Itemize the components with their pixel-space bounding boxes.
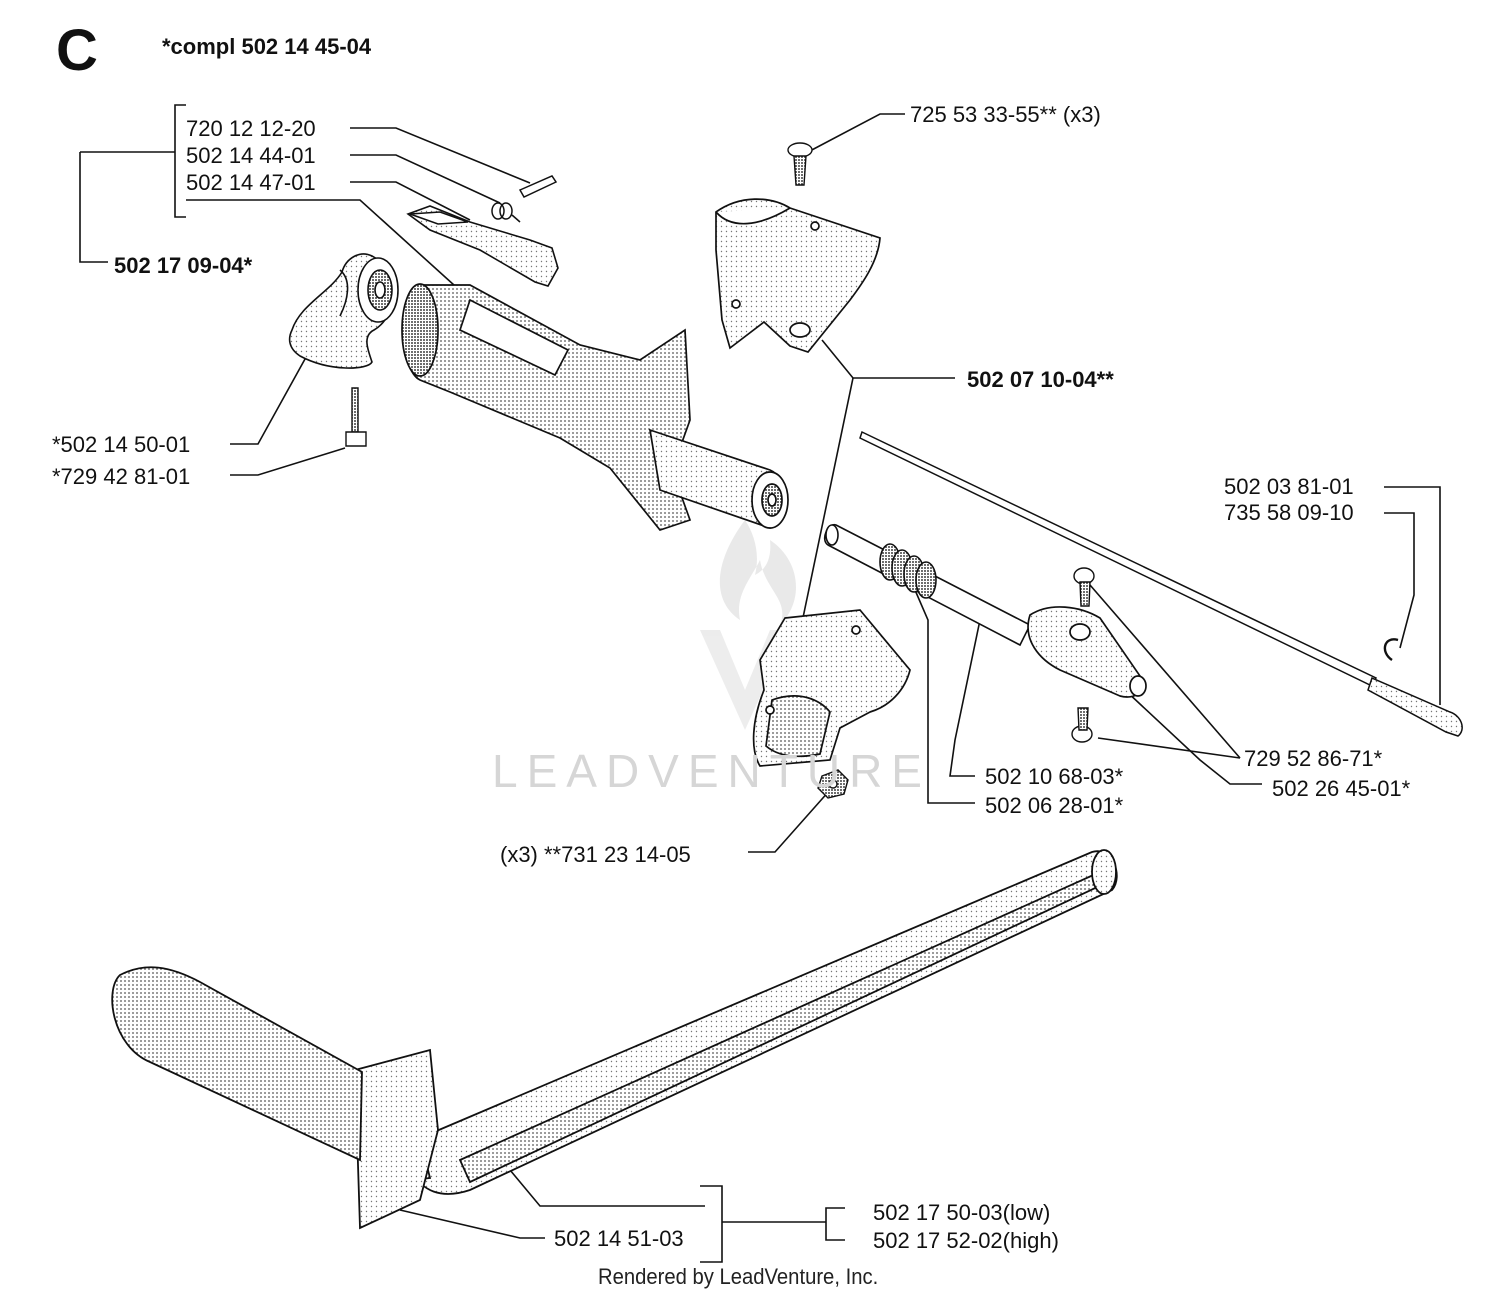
handle-end-cap-part [288,253,399,369]
lower-clamp-part [752,609,911,767]
clamp-screw-part [787,142,813,186]
pin-part [518,175,558,198]
throttle-trigger-part [406,205,559,287]
handlebar-part [111,849,1118,1230]
part-label-729-42-81-01[interactable]: *729 42 81-01 [52,464,191,489]
part-label-502-14-44-01[interactable]: 502 14 44-01 [186,143,316,168]
part-label-502-14-47-01[interactable]: 502 14 47-01 [186,170,316,195]
cable-stop-part [1027,606,1147,698]
spring-part [491,202,521,223]
part-label-731-23-14-05[interactable]: (x3) **731 23 14-05 [500,842,691,867]
part-label-735-58-09-10[interactable]: 735 58 09-10 [1224,500,1354,525]
circlip-part [1383,638,1399,661]
part-label-720-12-12-20[interactable]: 720 12 12-20 [186,116,316,141]
section-letter: C [56,18,98,83]
part-label-502-17-09-04[interactable]: 502 17 09-04* [114,253,253,278]
nut-part [817,769,849,799]
part-label-502-26-45-01[interactable]: 502 26 45-01* [1272,776,1411,801]
watermark-text: LEADVENTURE [492,745,931,797]
part-label-729-52-86-71[interactable]: 729 52 86-71* [1244,746,1383,771]
part-label-502-03-81-01[interactable]: 502 03 81-01 [1224,474,1354,499]
part-label-502-14-51-03[interactable]: 502 14 51-03 [554,1226,684,1251]
handle-screw-part [345,387,367,447]
part-label-502-10-68-03[interactable]: 502 10 68-03* [985,764,1124,789]
part-label-502-14-50-01[interactable]: *502 14 50-01 [52,432,191,457]
cable-housing-part [823,523,1032,647]
part-label-502-07-10-04[interactable]: 502 07 10-04** [967,367,1114,392]
assembly-note: *compl 502 14 45-04 [162,34,372,59]
part-label-502-17-52-02[interactable]: 502 17 52-02(high) [873,1228,1059,1253]
throttle-wire-part [859,430,1463,737]
part-label-502-17-50-03[interactable]: 502 17 50-03(low) [873,1200,1051,1225]
cable-stop-screw-part [1071,567,1095,743]
upper-clamp-part [715,198,881,353]
main-handle-part [401,283,789,531]
footer-credit: Rendered by LeadVenture, Inc. [598,1264,879,1289]
part-label-725-53-33-55[interactable]: 725 53 33-55** (x3) [910,102,1101,127]
part-label-502-06-28-01[interactable]: 502 06 28-01* [985,793,1124,818]
